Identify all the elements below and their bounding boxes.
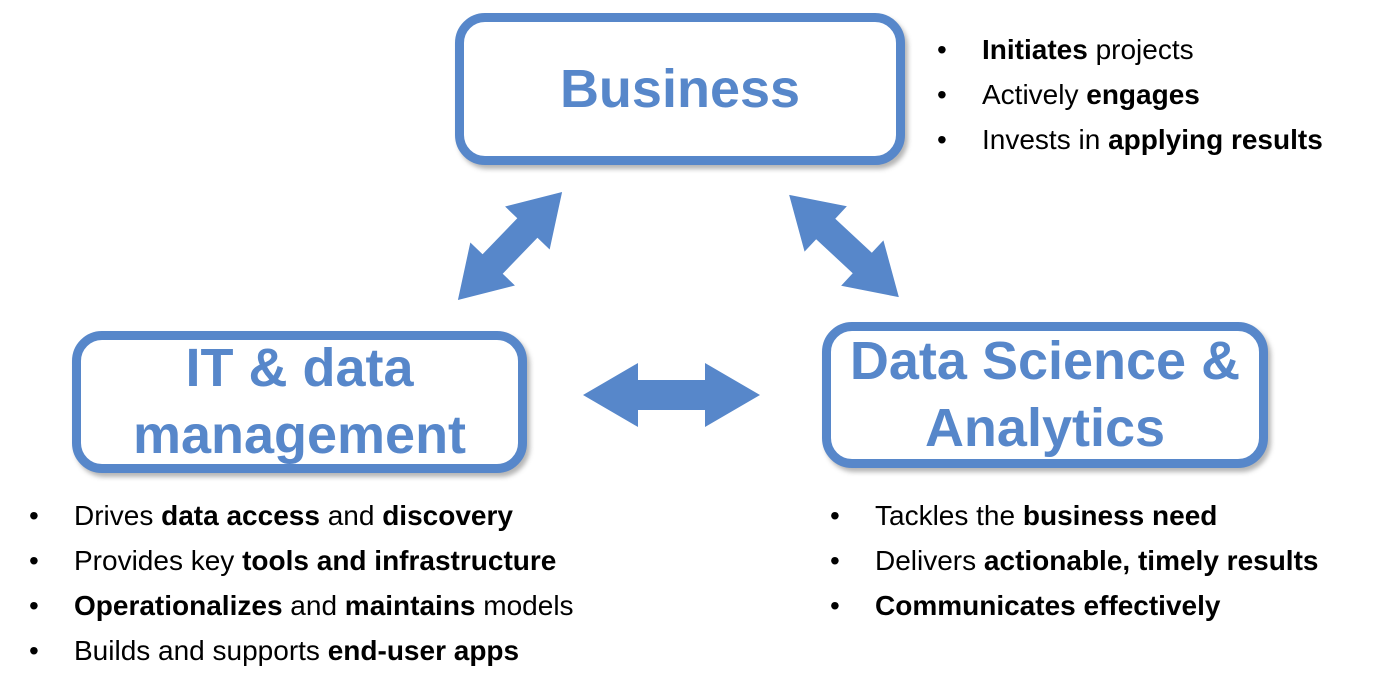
list-item: • Communicates effectively xyxy=(818,583,1382,628)
business-box: Business xyxy=(455,13,905,165)
bullet-text: Initiates projects xyxy=(982,33,1194,65)
business-bullet-list: • Initiates projects • Actively engages … xyxy=(925,27,1382,162)
bullet-marker: • xyxy=(937,78,947,110)
list-item: • Operationalizes and maintains models xyxy=(17,583,697,628)
bullet-marker: • xyxy=(29,634,39,666)
list-item: • Drives data access and discovery xyxy=(17,493,697,538)
ds-box-label-line2: Analytics xyxy=(924,398,1166,458)
bullet-marker: • xyxy=(29,499,39,531)
bullet-text: Provides key tools and infrastructure xyxy=(74,544,557,576)
bullet-text: Builds and supports end-user apps xyxy=(74,634,520,666)
data-science-analytics-box: Data Science & Analytics xyxy=(822,322,1268,468)
it-box-label-line1: IT & data xyxy=(185,338,414,399)
bullet-marker: • xyxy=(830,544,840,576)
double-arrow-business-ds-icon xyxy=(767,171,920,320)
ds-box-label-line1: Data Science & xyxy=(849,331,1241,392)
list-item: • Initiates projects xyxy=(925,27,1382,72)
bullet-text: Operationalizes and maintains models xyxy=(74,589,574,621)
list-item: • Builds and supports end-user apps xyxy=(17,628,697,673)
bullet-text: Invests in applying results xyxy=(982,123,1323,155)
double-arrow-it-ds-icon xyxy=(583,362,760,428)
list-item: • Actively engages xyxy=(925,72,1382,117)
bullet-text: Delivers actionable, timely results xyxy=(875,544,1319,576)
list-item: • Tackles the business need xyxy=(818,493,1382,538)
bullet-text: Drives data access and discovery xyxy=(74,499,513,531)
bullet-text: Communicates effectively xyxy=(875,589,1221,621)
double-arrow-business-it-icon xyxy=(435,170,585,322)
bullet-text: Actively engages xyxy=(982,78,1200,110)
it-box-label-line2: management xyxy=(132,405,467,465)
bullet-text: Tackles the business need xyxy=(875,499,1218,531)
bullet-marker: • xyxy=(29,544,39,576)
it-bullet-list: • Drives data access and discovery • Pro… xyxy=(17,493,697,673)
list-item: • Delivers actionable, timely results xyxy=(818,538,1382,583)
it-data-management-box: IT & data management xyxy=(72,331,527,473)
business-box-label: Business xyxy=(559,59,801,119)
list-item: • Invests in applying results xyxy=(925,117,1382,162)
bullet-marker: • xyxy=(937,33,947,65)
ds-bullet-list: • Tackles the business need • Delivers a… xyxy=(818,493,1382,628)
bullet-marker: • xyxy=(830,589,840,621)
list-item: • Provides key tools and infrastructure xyxy=(17,538,697,583)
bullet-marker: • xyxy=(29,589,39,621)
bullet-marker: • xyxy=(830,499,840,531)
bullet-marker: • xyxy=(937,123,947,155)
